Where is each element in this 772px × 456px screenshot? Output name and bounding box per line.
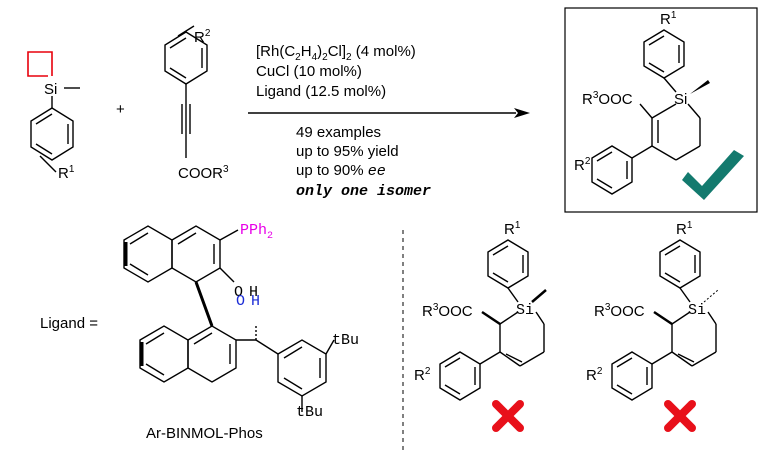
isomer-right-r1-label: R1: [676, 220, 693, 238]
ligand-loading-line: Ligand (12.5 mol%): [256, 83, 386, 100]
catalyst-line: [Rh(C2H4)2Cl]2 (4 mol%): [256, 43, 416, 63]
methyl-wedge: [690, 80, 710, 94]
isomer-left-si-label: Si: [516, 302, 534, 319]
silacycle-si-label: Si: [44, 81, 57, 98]
silacycle-r1-label: R1: [58, 164, 75, 182]
silacyclobutane-reactant: Si R1: [27, 51, 80, 182]
alkyne-r2-label: R2: [194, 28, 211, 46]
isomer-left-r2-label: R2: [414, 366, 431, 384]
yield-line: up to 95% yield: [296, 143, 399, 160]
ligand-name: Ar-BINMOL-Phos: [146, 425, 263, 442]
cross-mark-icon: [664, 400, 696, 432]
reaction-arrowhead: [514, 108, 530, 118]
plus-sign: +: [116, 101, 125, 118]
aryl-propiolate-reactant: R2 COOR3: [164, 25, 229, 182]
product-r1-label: R1: [660, 10, 677, 28]
product-box: R1 Si R3OOC R2: [564, 7, 758, 213]
isomer-left-r1-label: R1: [504, 220, 521, 238]
examples-line: 49 examples: [296, 124, 381, 141]
ligand-label: Ligand =: [40, 315, 98, 332]
isomer-left: R1 Si R3OOC R2: [414, 220, 547, 432]
reaction-conditions: [Rh(C2H4)2Cl]2 (4 mol%) CuCl (10 mol%) L…: [248, 43, 530, 200]
isomer-right: R1 Si R3OOC R2: [586, 220, 719, 432]
isomer-right-ester-label: R3OOC: [594, 302, 645, 320]
silacycle-ring-bond: [27, 51, 53, 77]
tbu-bottom-label: tBu: [296, 404, 323, 421]
check-mark-icon: [682, 150, 744, 200]
isomer-left-ester-label: R3OOC: [422, 302, 473, 320]
cross-mark-icon: [492, 400, 524, 432]
product-si-label: Si: [674, 91, 687, 108]
tbu-top-label: tBu: [332, 332, 359, 349]
isomer-right-r2-label: R2: [586, 366, 603, 384]
ee-line: up to 90% ee: [296, 162, 386, 180]
cocatalyst-line: CuCl (10 mol%): [256, 63, 362, 80]
isomer-right-si-label: Si: [688, 302, 706, 319]
product-r2-label: R2: [574, 156, 591, 174]
product-ester-label: R3OOC: [582, 90, 633, 108]
pph2-label: PPh2: [240, 222, 273, 242]
isomer-line: only one isomer: [296, 183, 431, 200]
ester-cooR3-label: COOR3: [178, 164, 229, 182]
